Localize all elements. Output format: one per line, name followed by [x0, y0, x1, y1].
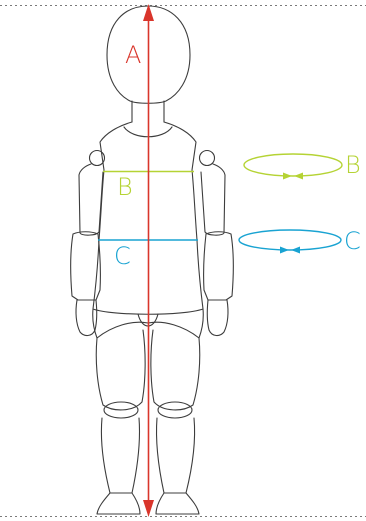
- chest-legend-label: B: [345, 151, 361, 179]
- chest-legend: B: [243, 151, 361, 180]
- right-foot: [155, 492, 200, 515]
- right-knee: [157, 401, 193, 419]
- right-upper-arm: [200, 163, 226, 236]
- left-hand: [75, 299, 98, 337]
- right-shoulder-joint: [198, 149, 216, 167]
- left-lower-arm: [70, 231, 101, 301]
- waist-label: C: [114, 242, 131, 270]
- height-arrow-top-icon: [143, 4, 154, 21]
- mannequin-figure: [70, 5, 234, 515]
- left-shoulder-joint: [88, 149, 106, 167]
- left-thigh: [95, 329, 146, 411]
- left-upper-arm: [78, 163, 104, 236]
- chest-label: B: [117, 173, 133, 201]
- right-thigh: [150, 329, 201, 411]
- left-foot: [96, 492, 141, 515]
- waist-legend-label: C: [344, 227, 361, 255]
- height-measure-arrow: [143, 4, 154, 517]
- height-label: A: [125, 41, 141, 69]
- horizontal-loop-arrows-icon: [243, 153, 343, 180]
- horizontal-loop-arrows-icon: [238, 229, 342, 254]
- right-shin: [155, 417, 196, 494]
- right-lower-arm: [203, 231, 234, 301]
- left-knee: [103, 401, 139, 419]
- waist-legend: C: [238, 227, 361, 255]
- mannequin-neck: [131, 100, 165, 123]
- right-hand: [206, 299, 229, 337]
- height-arrow-bottom-icon: [143, 500, 154, 517]
- left-shin: [100, 417, 141, 494]
